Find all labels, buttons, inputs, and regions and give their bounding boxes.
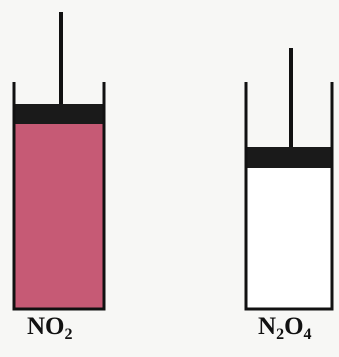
- n2o4-label-sub-2: 2: [276, 326, 285, 343]
- no2-label-sub: 2: [64, 326, 73, 343]
- n2o4-label-n: N: [258, 313, 277, 340]
- n2o4-label-sub-4: 4: [303, 326, 312, 343]
- no2-piston: [15, 104, 103, 124]
- n2o4-label: N2O4: [258, 313, 312, 343]
- cylinder-n2o4: [244, 48, 334, 311]
- n2o4-piston: [247, 147, 331, 168]
- n2o4-label-o: O: [284, 313, 304, 340]
- no2-label-main: NO: [27, 313, 65, 340]
- n2o4-cylinder-wall: [244, 82, 334, 311]
- no2-gas-fill: [15, 123, 103, 309]
- no2-label: NO2: [27, 313, 73, 343]
- n2o4-gas-fill: [247, 168, 331, 309]
- cylinder-no2: [12, 12, 106, 311]
- no2-cylinder-wall: [12, 82, 106, 311]
